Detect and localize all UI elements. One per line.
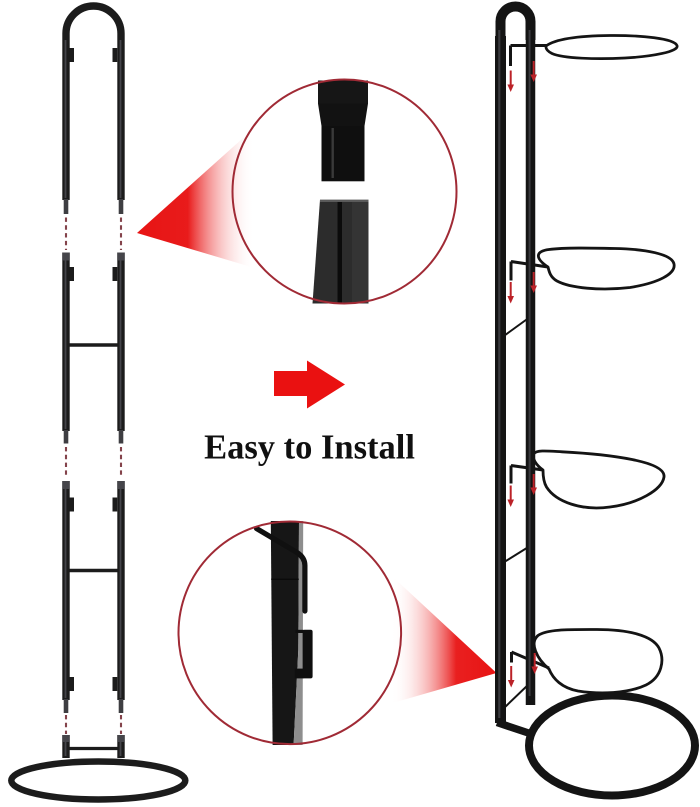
svg-text:Easy to Install: Easy to Install bbox=[204, 429, 415, 467]
